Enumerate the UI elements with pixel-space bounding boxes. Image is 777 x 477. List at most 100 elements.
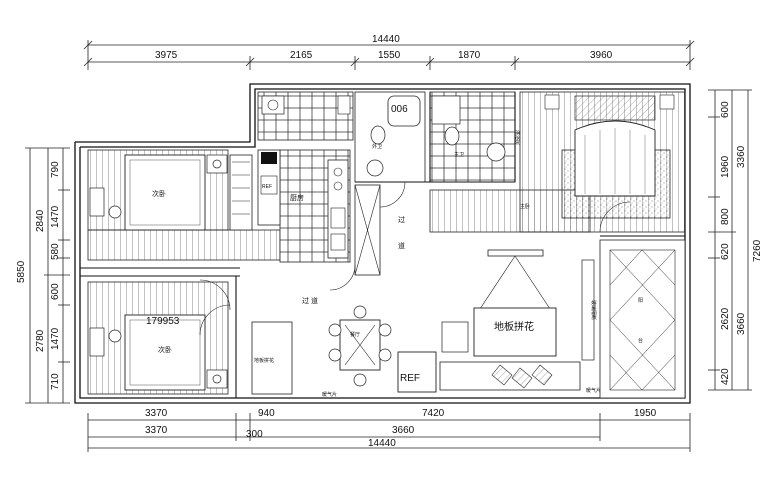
left-inner-bottom-dim: 2780 [35, 329, 46, 352]
corridor-label-2: 道 [398, 241, 405, 250]
top-dim-4: 1870 [458, 50, 481, 61]
cushion-icon [531, 364, 553, 386]
left-dim-2: 1470 [50, 205, 61, 228]
fridge-top [261, 152, 277, 164]
bathroom-master: 主卫 淋浴房 [429, 91, 521, 183]
dining-cabinet [251, 321, 293, 395]
stove-burner-icon [333, 181, 343, 191]
left-outer-dimension: 5850 [16, 260, 27, 283]
bottom-dim-1: 3370 [145, 408, 168, 419]
top-dim-5: 3960 [590, 50, 613, 61]
top-total-dimension: 14440 [372, 34, 400, 45]
basin-icon [366, 159, 384, 177]
interior-walls [80, 92, 685, 398]
right-dim-2: 1960 [720, 155, 731, 178]
door-swing [199, 304, 231, 336]
left-dim-6: 710 [50, 373, 61, 390]
left-dim-1: 790 [50, 161, 61, 178]
right-dimensions [708, 89, 752, 391]
chair-icon [108, 205, 122, 219]
top-dim-3: 1550 [378, 50, 401, 61]
glass-partition-label: 玻璃隔断 [590, 300, 597, 320]
bottom-total-dimension: 14440 [368, 438, 396, 449]
corridor-label-3: 过 道 [302, 296, 318, 305]
cabinet-note: 地板拼花 [254, 357, 274, 364]
bedroom-lower: 179953 次卧 [87, 279, 231, 395]
balcony: 阳 台 [599, 239, 686, 399]
bottom-dim-7: 3660 [392, 425, 415, 436]
right-dim-5: 2620 [720, 307, 731, 330]
corridor: 过 道 过 道 [302, 184, 405, 305]
chair-icon [378, 323, 392, 337]
toilet-icon [370, 125, 386, 145]
floor-pattern-label: 地板拼花 [494, 320, 534, 333]
chair-icon [353, 305, 367, 319]
lamp-icon [212, 159, 222, 169]
right-inner-top-dim: 3360 [736, 145, 747, 168]
chair-icon [353, 373, 367, 387]
right-dim-1: 600 [720, 101, 731, 118]
right-inner-bottom-dim: 3660 [736, 312, 747, 335]
floor-pattern-area [473, 307, 557, 357]
room-label-master-bedroom: 主卧 [520, 203, 530, 210]
top-dim-1: 3975 [155, 50, 178, 61]
shower-enclosure [431, 95, 461, 125]
corridor-label-1: 过 [398, 215, 405, 224]
desk [89, 187, 105, 217]
wardrobe [229, 154, 253, 231]
lamp-icon [212, 374, 222, 384]
bedroom-upper: 次卧 [87, 149, 281, 261]
shower-tray [387, 95, 421, 127]
shower-note: 淋浴房 [514, 130, 521, 145]
radiator-label-2: 暖气片 [586, 387, 601, 394]
left-inner-top-dim: 2840 [35, 209, 46, 232]
bottom-dim-3: 7420 [422, 408, 445, 419]
refrigerator [397, 351, 437, 393]
living-room: 地板拼花 玻璃隔断 暖气片 [439, 249, 601, 394]
room-label-dining: 餐厅 [350, 331, 360, 338]
left-dim-4: 600 [50, 283, 61, 300]
nightstand [544, 94, 560, 110]
bottom-dim-6: 300 [246, 429, 263, 440]
outer-walls [74, 83, 691, 404]
chair-icon [108, 329, 122, 343]
bathroom-outer: 006 外卫 [354, 91, 426, 208]
chair-icon [328, 323, 342, 337]
balcony-label-2: 台 [638, 337, 643, 344]
door-swing [329, 264, 356, 291]
bottom-dim-5: 3370 [145, 425, 168, 436]
room-label-bedroom-upper: 次卧 [152, 189, 166, 198]
room-label-kitchen: 厨房 [290, 193, 304, 202]
room-label-bedroom-lower: 次卧 [158, 345, 172, 354]
left-dimensions [25, 147, 70, 404]
left-dim-3: 580 [50, 243, 61, 260]
shower-code-label: 006 [391, 104, 408, 115]
right-dim-4: 620 [720, 243, 731, 260]
tv-cabinet [487, 249, 544, 257]
chair-icon [328, 348, 342, 362]
image-code-label: 179953 [146, 316, 180, 327]
nightstand [659, 94, 675, 110]
bottom-dimensions [87, 413, 691, 452]
basin-icon [486, 142, 506, 162]
room-label-bath-outer: 外卫 [372, 143, 382, 150]
room-label-bath-master: 主卫 [454, 151, 464, 158]
toilet-icon [444, 126, 460, 146]
washer-drum-icon [267, 99, 279, 111]
dining-area: 地板拼花 餐厅 REF 暖气片 [251, 305, 437, 398]
top-dim-2: 2165 [290, 50, 313, 61]
master-bedroom: 主卧 [429, 91, 686, 233]
washing-machine [261, 95, 285, 115]
glass-partition [581, 259, 595, 361]
bottom-dim-2: 940 [258, 408, 275, 419]
right-outer-dim: 7260 [752, 239, 763, 262]
chair-icon [378, 348, 392, 362]
door-swing [379, 181, 406, 208]
kitchen: REF 厨房 [257, 149, 351, 263]
balcony-label-1: 阳 [638, 297, 643, 304]
desk [89, 327, 105, 357]
nightstand [206, 154, 228, 174]
radiator-label-1: 暖气片 [322, 391, 337, 398]
left-dim-5: 1470 [50, 327, 61, 350]
